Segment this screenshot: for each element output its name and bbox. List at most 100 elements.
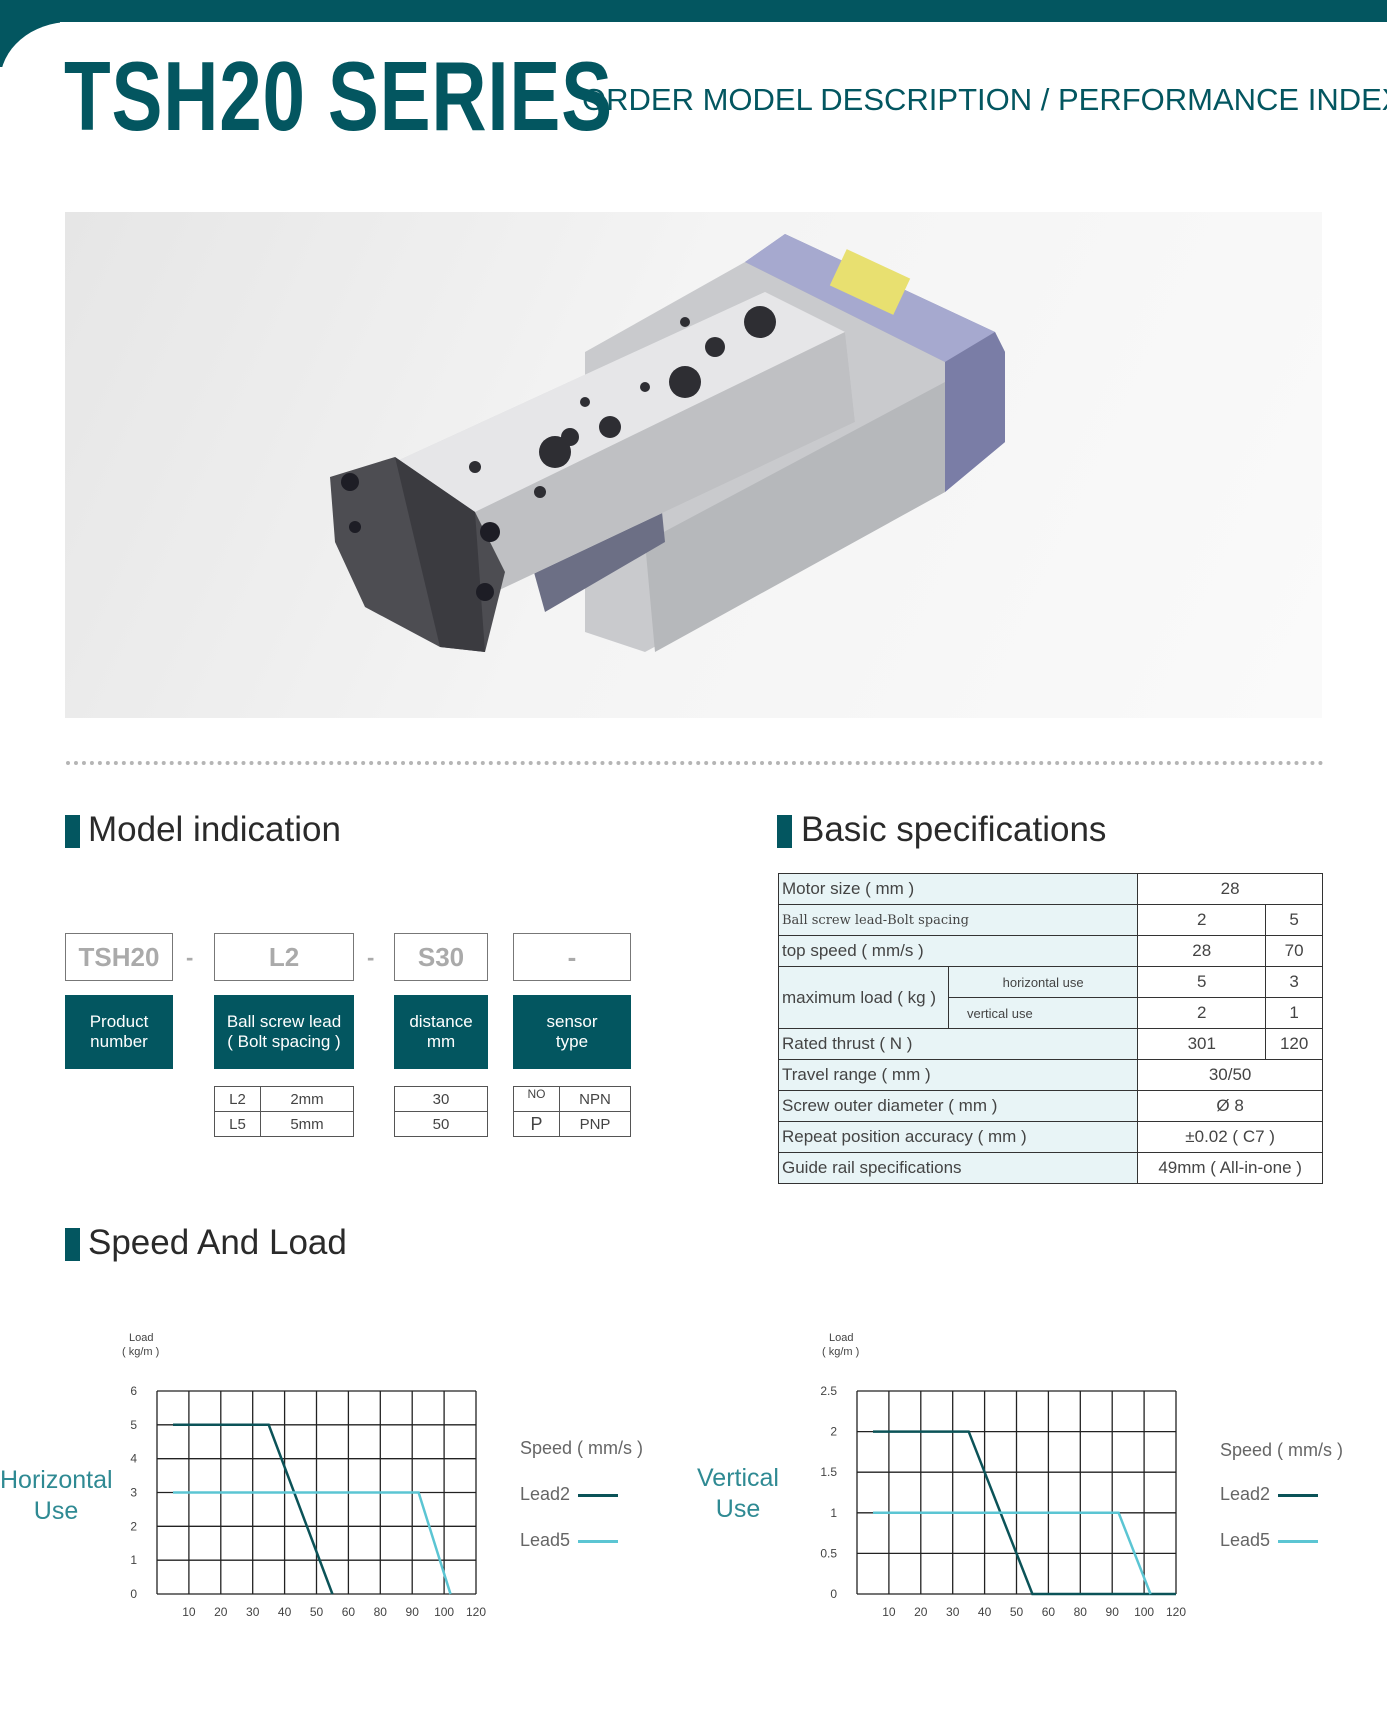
specifications-table: Motor size ( mm )28 Ball screw lead-Bolt… xyxy=(777,873,1323,1184)
label-line: distance xyxy=(409,1012,473,1031)
y-tick-label: 1.5 xyxy=(820,1465,837,1479)
cell: 30 xyxy=(394,1086,488,1112)
legend-title: Speed ( mm/s ) xyxy=(520,1438,644,1458)
y-tick-label: 0 xyxy=(130,1587,137,1601)
y-tick-label: 1 xyxy=(830,1506,837,1520)
cell: 5 xyxy=(1137,966,1267,998)
y-tick-label: 0.5 xyxy=(820,1546,837,1560)
cell: L5 xyxy=(214,1111,261,1137)
legend-label: Lead5 xyxy=(1220,1530,1271,1550)
x-tick-label: 40 xyxy=(278,1605,292,1619)
x-tick-label: 80 xyxy=(1074,1605,1088,1619)
label-line: number xyxy=(90,1032,148,1051)
title-line: Use xyxy=(33,1497,79,1525)
y-tick-label: 4 xyxy=(130,1452,137,1466)
legend-lead2: Lead2 xyxy=(1220,1484,1343,1505)
heading-marker xyxy=(777,815,792,848)
series-line-lead5 xyxy=(173,1491,452,1595)
label-line: ( Bolt spacing ) xyxy=(227,1032,341,1051)
cell: ±0.02 ( C7 ) xyxy=(1137,1121,1323,1153)
table-row: 50 xyxy=(394,1111,488,1137)
y-tick-label: 3 xyxy=(130,1486,137,1500)
heading-marker xyxy=(65,1228,80,1261)
cell: 2mm xyxy=(260,1086,354,1112)
section-divider xyxy=(66,761,1324,765)
x-tick-label: 20 xyxy=(914,1605,928,1619)
x-tick-label: 100 xyxy=(434,1605,454,1619)
cell: 28 xyxy=(1137,873,1323,905)
x-tick-label: 120 xyxy=(466,1605,486,1619)
cell: NO xyxy=(513,1086,560,1112)
x-tick-label: 40 xyxy=(978,1605,992,1619)
cell: 50 xyxy=(394,1111,488,1137)
label-ball-screw-lead: Ball screw lead( Bolt spacing ) xyxy=(214,995,354,1069)
label-line: sensor xyxy=(546,1012,598,1031)
y-tick-label: 2 xyxy=(130,1519,137,1533)
x-tick-label: 10 xyxy=(882,1605,896,1619)
x-tick-label: 90 xyxy=(1106,1605,1120,1619)
top-bar xyxy=(0,0,1387,22)
code-ball-screw-lead: L2 xyxy=(214,933,354,981)
title-line: Vertical xyxy=(697,1464,779,1492)
horizontal-legend: Speed ( mm/s ) Lead2 Lead5 xyxy=(520,1438,643,1551)
title-line: Use xyxy=(715,1495,761,1523)
header-corner xyxy=(0,22,120,112)
y-tick-label: 2.5 xyxy=(820,1384,837,1398)
legend-lead5: Lead5 xyxy=(1220,1530,1343,1551)
cell: P xyxy=(513,1111,560,1137)
table-row: Screw outer diameter ( mm )Ø 8 xyxy=(777,1090,1323,1122)
cell: NPN xyxy=(559,1086,631,1112)
legend-swatch xyxy=(578,1493,619,1497)
model-indication-heading: Model indication xyxy=(88,810,341,849)
row-label: top speed ( mm/s ) xyxy=(777,935,1139,967)
cell: Ø 8 xyxy=(1137,1090,1323,1122)
legend-lead2: Lead2 xyxy=(520,1484,643,1505)
y-tick-label: 0 xyxy=(830,1587,837,1601)
legend-title: Speed ( mm/s ) xyxy=(1220,1440,1344,1460)
x-tick-label: 90 xyxy=(406,1605,420,1619)
cell: 5mm xyxy=(260,1111,354,1137)
cell: 5 xyxy=(1265,904,1323,936)
heading-marker xyxy=(65,815,80,848)
y-axis-unit: ( kg/m ) xyxy=(122,1346,159,1358)
cell: 120 xyxy=(1265,1028,1323,1060)
basic-specifications-heading: Basic specifications xyxy=(801,810,1107,849)
legend-lead5: Lead5 xyxy=(520,1530,643,1551)
table-row: Repeat position accuracy ( mm )±0.02 ( C… xyxy=(777,1121,1323,1153)
x-tick-label: 30 xyxy=(946,1605,960,1619)
code-distance: S30 xyxy=(394,933,488,981)
cell: 28 xyxy=(1137,935,1267,967)
table-row: Travel range ( mm )30/50 xyxy=(777,1059,1323,1091)
y-tick-label: 1 xyxy=(130,1553,137,1567)
page-title: TSH20 SERIES xyxy=(64,41,613,151)
row-label: Travel range ( mm ) xyxy=(777,1059,1139,1091)
y-tick-label: 2 xyxy=(830,1425,837,1439)
cell: 1 xyxy=(1265,997,1323,1029)
y-axis-label: Load xyxy=(129,1332,153,1344)
sub-label: vertical use xyxy=(947,997,1139,1029)
label-line: Product xyxy=(89,1012,149,1031)
legend-label: Lead2 xyxy=(520,1484,571,1504)
row-label: Motor size ( mm ) xyxy=(777,873,1139,905)
y-tick-label: 5 xyxy=(130,1418,137,1432)
cell: 70 xyxy=(1265,935,1323,967)
x-tick-label: 50 xyxy=(310,1605,324,1619)
cell: 3 xyxy=(1265,966,1323,998)
sub-label: horizontal use xyxy=(947,966,1139,998)
label-line: type xyxy=(555,1032,589,1051)
product-image xyxy=(65,212,1322,718)
x-tick-label: 80 xyxy=(374,1605,388,1619)
